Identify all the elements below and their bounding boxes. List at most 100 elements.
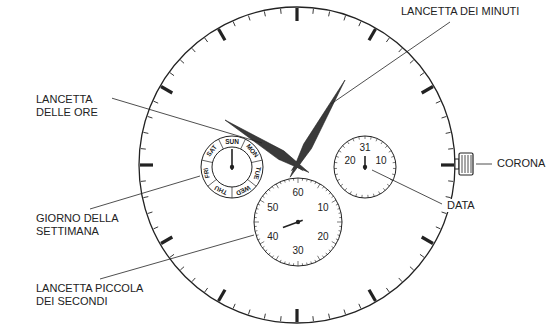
- seconds-tick: [255, 212, 257, 214]
- seconds-tick: [332, 246, 334, 247]
- date-tick: [373, 194, 375, 197]
- date-tick: [365, 136, 366, 139]
- minute-tick: [248, 310, 250, 315]
- seconds-tick: [260, 200, 264, 203]
- seconds-tick: [306, 179, 308, 181]
- minute-tick: [192, 278, 195, 282]
- minute-tick: [344, 310, 346, 315]
- seconds-tick: [329, 250, 331, 252]
- seconds-tick: [315, 260, 316, 262]
- seconds-tick: [276, 184, 279, 188]
- minute-tick: [436, 101, 441, 103]
- minute-tick: [344, 16, 346, 21]
- hour-marker: [140, 163, 153, 166]
- date-tick: [358, 137, 360, 140]
- date-tick: [345, 188, 347, 190]
- hour-marker: [219, 29, 226, 40]
- seconds-tick: [306, 263, 308, 265]
- date-hand-pivot: [363, 165, 367, 169]
- seconds-tick: [326, 253, 328, 255]
- seconds-tick: [298, 178, 299, 183]
- watch-dial: [139, 7, 455, 323]
- minute-tick: [154, 227, 159, 229]
- minute-tick: [148, 212, 153, 214]
- seconds-tick: [280, 182, 281, 184]
- subdial-ring: [212, 147, 252, 187]
- crown-knurl: [465, 155, 466, 173]
- minute-tick: [399, 278, 402, 282]
- leader-lines: [90, 22, 492, 279]
- date-tick: [337, 179, 340, 180]
- leader-line: [100, 235, 254, 279]
- seconds-tick: [339, 230, 341, 232]
- seconds-tick: [284, 180, 286, 182]
- seconds-tick: [310, 261, 312, 263]
- minute-tick: [312, 9, 314, 14]
- seconds-tick: [272, 186, 273, 188]
- minute-tick: [386, 38, 389, 42]
- hour-hand: [225, 120, 309, 172]
- seconds-tick: [254, 226, 256, 227]
- minute-tick: [248, 16, 250, 21]
- minute-tick: [446, 197, 451, 198]
- date-tick: [339, 151, 342, 153]
- seconds-tick: [332, 200, 336, 203]
- date-tick: [376, 139, 377, 142]
- seconds-tick: [254, 222, 259, 223]
- seconds-tick: [339, 217, 341, 218]
- seconds-tick: [322, 186, 323, 188]
- seconds-tick: [337, 222, 342, 223]
- date-numeral: 10: [375, 156, 386, 166]
- minute-tick: [141, 148, 146, 150]
- seconds-tick: [284, 261, 286, 263]
- hour-marker: [161, 87, 172, 94]
- date-numeral: 31: [359, 143, 370, 153]
- seconds-numeral: 50: [267, 203, 278, 213]
- minute-tick: [386, 288, 389, 292]
- seconds-tick: [262, 246, 264, 247]
- seconds-tick: [298, 261, 299, 266]
- minute-tick: [280, 316, 282, 321]
- minute-tick: [410, 267, 414, 270]
- seconds-tick: [302, 263, 303, 265]
- crown-knurl: [468, 155, 469, 173]
- date-tick: [343, 146, 345, 148]
- minute-tick: [180, 60, 184, 63]
- leader-line: [98, 94, 262, 143]
- date-tick: [355, 194, 357, 197]
- crown-knurl: [462, 155, 463, 173]
- date-tick: [387, 184, 389, 186]
- minute-tick: [205, 38, 208, 42]
- weekday-divider: [251, 160, 262, 162]
- minute-tick: [359, 304, 361, 309]
- seconds-tick: [288, 263, 290, 265]
- seconds-tick: [256, 208, 258, 210]
- seconds-tick: [293, 263, 294, 265]
- seconds-tick: [254, 217, 256, 218]
- minute-tick: [436, 227, 441, 229]
- seconds-tick: [310, 180, 312, 182]
- crown-body: [459, 153, 473, 175]
- weekday-hand-pivot: [230, 165, 234, 169]
- callout-label: LANCETTA PICCOLA DEI SECONDI: [35, 282, 149, 308]
- minute-tick: [264, 11, 265, 16]
- date-tick: [381, 142, 383, 144]
- minute-tick: [420, 73, 424, 76]
- seconds-numeral: 40: [267, 232, 278, 242]
- seconds-tick: [255, 230, 257, 232]
- seconds-tick: [260, 242, 264, 245]
- seconds-tick: [272, 256, 273, 258]
- date-tick: [379, 191, 380, 194]
- seconds-tick: [269, 253, 271, 255]
- date-tick: [350, 191, 351, 194]
- date-tick: [334, 168, 337, 169]
- minute-tick: [410, 60, 414, 63]
- minute-tick: [448, 148, 453, 150]
- callout-label: LANCETTA DELLE ORE: [35, 93, 112, 119]
- leader-line: [476, 164, 492, 165]
- hour-marker: [422, 237, 433, 244]
- seconds-tick: [336, 239, 338, 240]
- date-tick: [393, 168, 396, 169]
- hour-marker: [295, 309, 298, 322]
